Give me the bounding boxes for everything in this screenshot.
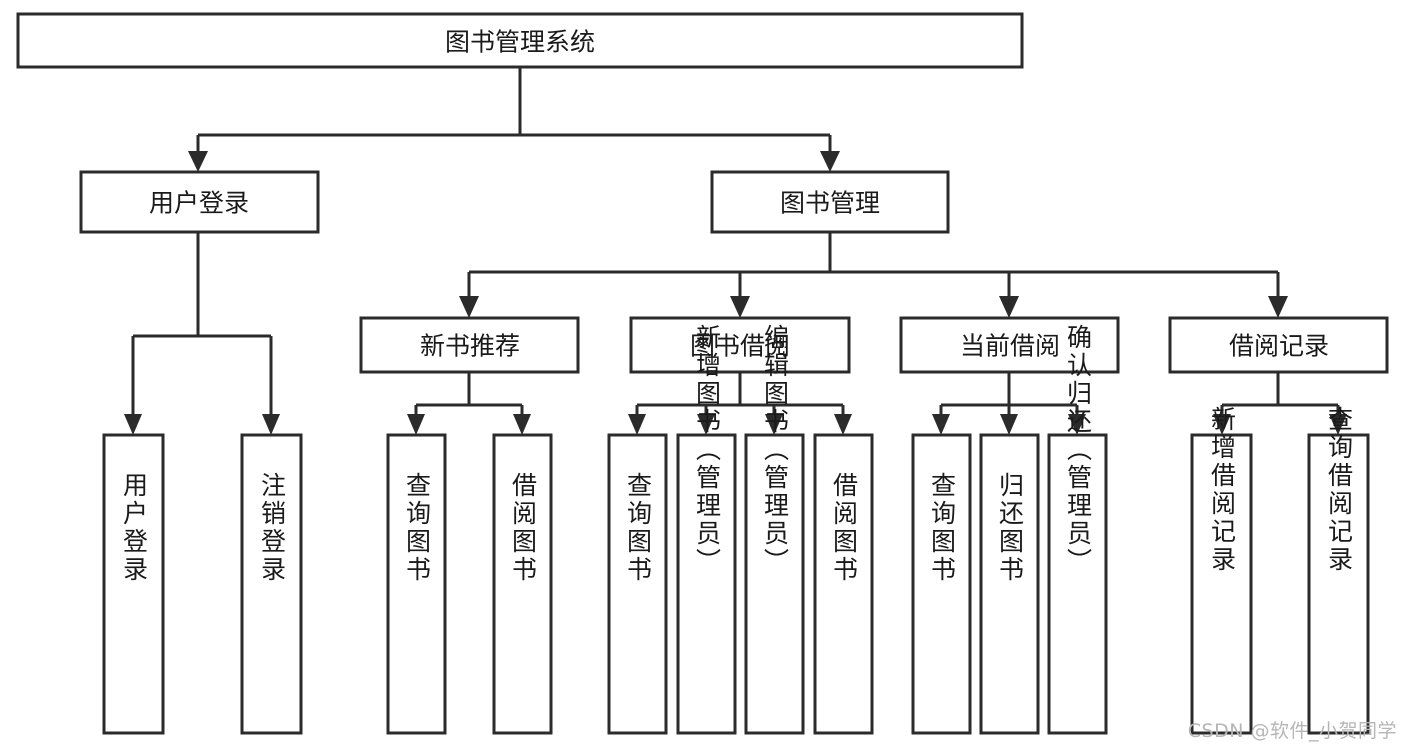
- leaf-borrow-edit-book[interactable]: 编辑图书（管理员）: [744, 324, 805, 735]
- leaf-current-return-book-box[interactable]: [979, 433, 1040, 735]
- node-book-borrow-label: 图书借阅: [690, 332, 790, 361]
- arrow-record-leaf-1: [1213, 414, 1231, 435]
- leaf-current-query-book[interactable]: 查询图书: [911, 433, 972, 735]
- leaf-current-return-book[interactable]: 归还图书: [979, 433, 1040, 735]
- leaf-user-login-login[interactable]: 用户登录: [102, 433, 165, 735]
- leaf-new-book-query-box[interactable]: [386, 433, 447, 735]
- leaf-current-query-book-box[interactable]: [911, 433, 972, 735]
- leaf-borrow-edit-book-box[interactable]: [744, 433, 805, 735]
- node-root[interactable]: 图书管理系统: [16, 12, 1024, 69]
- arrow-borrow-leaf-1: [628, 414, 646, 435]
- node-user-login-box[interactable]: [79, 170, 320, 234]
- leaf-borrow-edit-book-label: 编辑图书（管理员）: [761, 324, 790, 576]
- arrow-userlogin-leaf-1: [124, 414, 142, 435]
- leaf-borrow-query-book-box[interactable]: [607, 433, 668, 735]
- leaf-new-book-borrow-label: 借阅图书: [509, 472, 538, 584]
- node-current-borrow-label: 当前借阅: [960, 332, 1060, 361]
- arrow-borrow-leaf-4: [834, 414, 852, 435]
- leaf-borrow-add-book-label: 新增图书（管理员）: [693, 324, 722, 576]
- node-book-management-box[interactable]: [710, 170, 950, 234]
- node-new-book-recommend-label: 新书推荐: [420, 332, 520, 361]
- arrow-current-leaf-1: [932, 414, 950, 435]
- leaf-record-add[interactable]: 新增借阅记录: [1190, 406, 1253, 735]
- arrow-root-to-book-mgmt: [820, 151, 840, 172]
- leaf-user-login-login-label: 用户登录: [120, 472, 149, 584]
- leaf-record-add-box[interactable]: [1190, 433, 1253, 735]
- leaf-record-add-label: 新增借阅记录: [1208, 406, 1237, 574]
- node-current-borrow-box[interactable]: [899, 316, 1120, 374]
- node-new-book-recommend-box[interactable]: [359, 316, 580, 374]
- arrow-newbook-leaf-1: [407, 414, 425, 435]
- node-borrow-record-label: 借阅记录: [1229, 332, 1329, 361]
- leaf-record-query[interactable]: 查询借阅记录: [1307, 406, 1370, 735]
- arrow-current-leaf-3: [1068, 414, 1086, 435]
- arrow-bookmgmt-record: [1268, 296, 1288, 318]
- leaf-borrow-borrow-book-label: 借阅图书: [830, 472, 859, 584]
- leaf-borrow-add-book[interactable]: 新增图书（管理员）: [676, 324, 737, 735]
- leaf-current-confirm-return-box[interactable]: [1047, 433, 1108, 735]
- node-user-login-label: 用户登录: [149, 189, 249, 218]
- leaf-user-login-login-box[interactable]: [102, 433, 165, 735]
- leaf-borrow-query-book[interactable]: 查询图书: [607, 433, 668, 735]
- leaf-new-book-borrow-box[interactable]: [492, 433, 553, 735]
- node-current-borrow[interactable]: 当前借阅: [899, 316, 1120, 374]
- node-book-borrow-box[interactable]: [629, 316, 851, 374]
- arrow-borrow-leaf-2: [697, 414, 715, 435]
- leaf-current-return-book-label: 归还图书: [996, 472, 1025, 584]
- arrow-borrow-leaf-3: [765, 414, 783, 435]
- arrow-bookmgmt-newbook: [459, 296, 479, 318]
- arrow-current-leaf-2: [1000, 414, 1018, 435]
- node-user-login[interactable]: 用户登录: [79, 170, 320, 234]
- leaf-current-confirm-return-label: 确认归还（管理员）: [1064, 324, 1093, 576]
- arrow-bookmgmt-current: [999, 296, 1019, 318]
- node-borrow-record[interactable]: 借阅记录: [1168, 316, 1389, 374]
- node-borrow-record-box[interactable]: [1168, 316, 1389, 374]
- leaf-borrow-add-book-box[interactable]: [676, 433, 737, 735]
- arrow-bookmgmt-borrow: [730, 296, 750, 318]
- node-root-box[interactable]: [16, 12, 1024, 69]
- leaf-record-query-box[interactable]: [1307, 433, 1370, 735]
- leaf-user-login-logout-label: 注销登录: [258, 472, 287, 584]
- leaf-new-book-query-label: 查询图书: [403, 472, 432, 584]
- node-new-book-recommend[interactable]: 新书推荐: [359, 316, 580, 374]
- arrow-userlogin-leaf-2: [262, 414, 280, 435]
- arrow-record-leaf-2: [1329, 414, 1347, 435]
- leaf-current-confirm-return[interactable]: 确认归还（管理员）: [1047, 324, 1108, 735]
- arrow-root-to-user-login: [188, 151, 208, 172]
- leaf-new-book-query[interactable]: 查询图书: [386, 433, 447, 735]
- leaf-current-query-book-label: 查询图书: [928, 472, 957, 584]
- leaf-borrow-borrow-book[interactable]: 借阅图书: [813, 433, 874, 735]
- node-book-management[interactable]: 图书管理: [710, 170, 950, 234]
- leaf-user-login-logout[interactable]: 注销登录: [240, 433, 303, 735]
- node-book-borrow[interactable]: 图书借阅: [629, 316, 851, 374]
- leaf-new-book-borrow[interactable]: 借阅图书: [492, 433, 553, 735]
- edges-layer: [124, 67, 1347, 435]
- leaf-user-login-logout-box[interactable]: [240, 433, 303, 735]
- arrow-newbook-leaf-2: [513, 414, 531, 435]
- node-root-label: 图书管理系统: [445, 28, 595, 57]
- leaf-borrow-query-book-label: 查询图书: [624, 472, 653, 584]
- leaf-record-query-label: 查询借阅记录: [1325, 406, 1354, 574]
- node-book-management-label: 图书管理: [780, 189, 880, 218]
- leaf-borrow-borrow-book-box[interactable]: [813, 433, 874, 735]
